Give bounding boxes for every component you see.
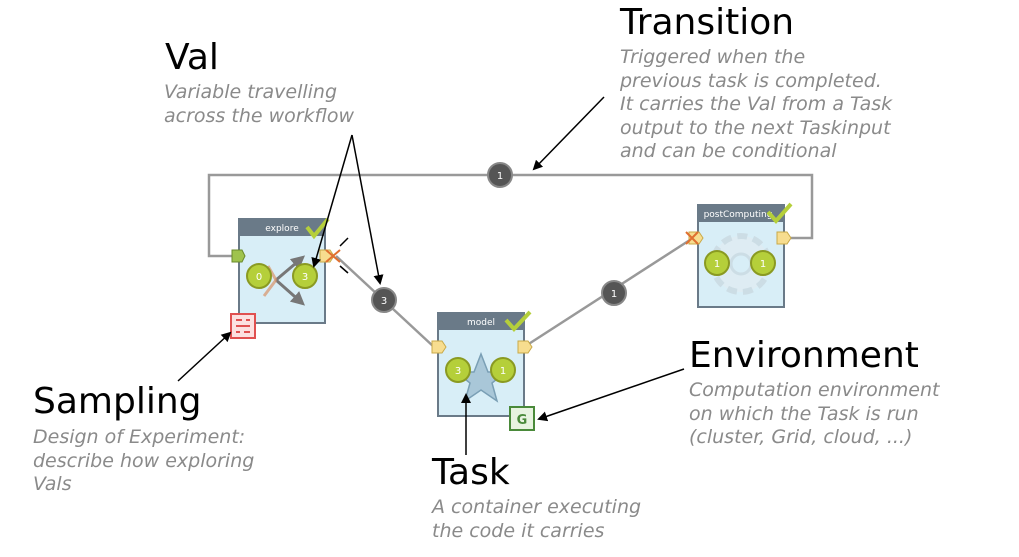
- task-postcomputing[interactable]: postComputing 1 1: [685, 202, 793, 308]
- spark-icon: [685, 231, 699, 245]
- output-slot: [750, 250, 776, 276]
- output-port-icon: [776, 231, 792, 245]
- transition-count-model-post: 1: [611, 289, 617, 300]
- environment-icon[interactable]: G: [509, 406, 535, 431]
- svg-text:3: 3: [455, 366, 461, 377]
- task-explore-label: explore: [265, 224, 299, 234]
- output-port-icon: [517, 340, 533, 354]
- sampling-description: Design of Experiment: describe how explo…: [33, 426, 255, 495]
- task-model[interactable]: model 3 1: [431, 310, 533, 417]
- input-slot: [445, 357, 471, 383]
- sampling-icon[interactable]: [230, 313, 256, 339]
- task-model-label: model: [467, 318, 495, 328]
- transition-badge-explore-model: 3: [371, 287, 397, 313]
- transition-title: Transition: [620, 2, 795, 43]
- svg-text:1: 1: [714, 259, 720, 270]
- input-port-icon: [431, 340, 447, 354]
- environment-description: Computation environment on which the Tas…: [689, 379, 940, 448]
- transition-description: Triggered when the previous task is comp…: [620, 46, 893, 162]
- svg-text:1: 1: [500, 366, 506, 377]
- output-slot: [490, 357, 516, 383]
- transition-badge-loop: 1: [487, 162, 513, 188]
- check-icon: [504, 310, 532, 332]
- transition-count-explore-model: 3: [381, 296, 387, 307]
- val-title: Val: [165, 37, 219, 78]
- val-description: Variable travelling across the workflow: [164, 81, 354, 127]
- svg-text:0: 0: [256, 272, 262, 283]
- transition-badge-model-post: 1: [601, 280, 627, 306]
- task-postcomputing-label: postComputing: [704, 210, 773, 220]
- check-icon: [766, 202, 793, 225]
- transition-count-loop: 1: [497, 171, 503, 182]
- input-port-icon: [231, 249, 246, 263]
- sampling-title: Sampling: [33, 381, 202, 422]
- task-description: A container executing the code it carrie…: [432, 496, 642, 542]
- task-explore[interactable]: explore 0 3: [231, 217, 349, 324]
- input-slot: [704, 250, 730, 276]
- task-title: Task: [432, 452, 510, 493]
- environment-title: Environment: [689, 335, 919, 376]
- environment-badge-label: G: [517, 413, 528, 428]
- output-slot: [292, 263, 318, 289]
- input-slot: [246, 263, 272, 289]
- annotation-arrows: [177, 96, 685, 455]
- spark-icon: [325, 237, 349, 274]
- svg-text:3: 3: [302, 272, 308, 283]
- check-icon: [305, 217, 330, 240]
- svg-text:1: 1: [760, 259, 766, 270]
